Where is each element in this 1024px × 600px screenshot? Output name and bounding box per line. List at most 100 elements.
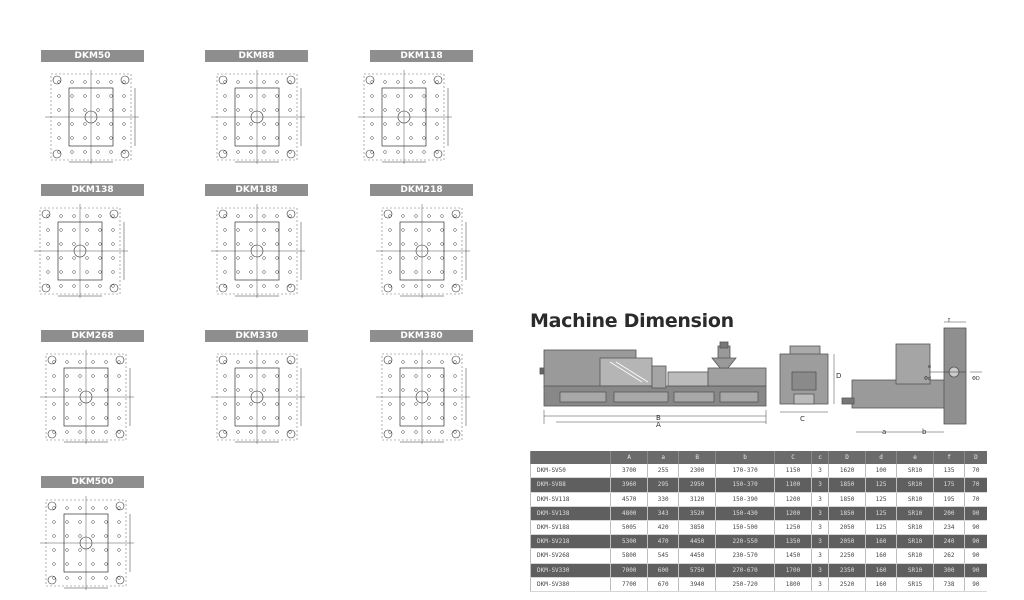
table-cell: 4450 [677,548,716,564]
table-cell: 5005 [609,520,648,536]
dimension-label-c: C [800,415,805,423]
table-cell: 4800 [609,506,648,521]
table-cell: 125 [865,477,897,493]
table-cell: 7000 [609,563,648,578]
table-cell: 1850 [827,492,866,507]
table-cell-model: DKM-SV138 [530,506,611,521]
table-cell-model: DKM-SV268 [530,548,611,564]
dimension-label-b-upper: B [656,414,661,422]
table-column-header: d [865,451,897,465]
table-cell: 255 [647,464,679,479]
table-cell: 3 [811,477,829,493]
table-cell: 1200 [773,492,812,507]
dimension-label-b-lower: b [922,428,927,436]
mold-plate-schematic [211,204,305,298]
table-cell: 3 [811,464,829,479]
table-cell: 1200 [773,506,812,521]
table-cell: 3120 [677,492,716,507]
table-cell-model: DKM-SV380 [530,577,611,592]
table-cell: 3 [811,506,829,521]
table-cell: 5750 [677,563,716,578]
mold-plate-schematic [376,204,470,298]
table-cell: 150-390 [715,492,775,507]
nozzle-dimensions [856,321,982,433]
table-cell: 125 [865,506,897,521]
table-cell: 262 [933,548,965,564]
panel-title-dkm188: DKM188 [205,184,308,196]
table-column-header: A [609,451,648,465]
table-cell: 150-430 [715,506,775,521]
table-cell: 270-670 [715,563,775,578]
mold-drawing-dkm218 [368,200,480,308]
table-cell: 70 [963,492,987,507]
table-cell: SR10 [895,520,934,536]
table-cell: 150-500 [715,520,775,536]
table-cell: 240 [933,534,965,550]
table-column-header: B [677,451,716,465]
table-cell: 1700 [773,563,812,578]
table-cell: 738 [933,577,965,592]
machine-dimension-drawings: B A D C a b f e Φd [530,317,990,440]
mold-plate-schematic [34,204,128,298]
table-cell-model: DKM-SV50 [530,464,611,479]
dimension-label-a-lower: a [882,428,886,436]
table-cell: 2350 [827,563,866,578]
table-cell: 420 [647,520,679,536]
panel-title-dkm330: DKM330 [205,330,308,342]
table-cell: 300 [933,563,965,578]
table-cell-model: DKM-SV118 [530,492,611,507]
mold-drawing-dkm188 [205,200,317,308]
table-cell: 90 [963,563,987,578]
table-cell: 150-370 [715,477,775,493]
table-cell: 600 [647,563,679,578]
table-cell: 2520 [827,577,866,592]
mold-drawing-dkm50 [41,66,153,174]
table-cell: 3850 [677,520,716,536]
table-cell: 1250 [773,520,812,536]
table-column-header: D [827,451,866,465]
table-cell: 3520 [677,506,716,521]
table-cell: SR10 [895,534,934,550]
table-cell: 2950 [677,477,716,493]
dimension-label-a-upper: A [656,421,661,429]
table-column-header: c [811,451,829,465]
machine-outline-svg: B A D C a b f e Φd [539,317,982,436]
panel-title-dkm50: DKM50 [41,50,144,62]
table-cell-model: DKM-SV88 [530,477,611,493]
mold-drawing-dkm330 [205,346,317,454]
table-cell: 3 [811,548,829,564]
mold-plate-schematic [40,350,134,444]
table-cell: 3700 [609,464,648,479]
table-column-header: e [895,451,934,465]
table-cell-model: DKM-SV218 [530,534,611,550]
mold-drawing-dkm118 [350,66,462,174]
table-cell: 250-720 [715,577,775,592]
table-cell: 2300 [677,464,716,479]
table-cell: 470 [647,534,679,550]
table-cell: 230-570 [715,548,775,564]
panel-title-dkm218: DKM218 [370,184,473,196]
table-cell: 125 [865,492,897,507]
table-cell: 1450 [773,548,812,564]
table-cell: 330 [647,492,679,507]
table-cell: 234 [933,520,965,536]
table-cell: SR10 [895,477,934,493]
table-cell: 170-370 [715,464,775,479]
side-view-dimensions [543,410,767,424]
table-column-header: C [773,451,812,465]
table-cell: 90 [963,520,987,536]
table-cell: SR10 [895,563,934,578]
panel-title-dkm88: DKM88 [205,50,308,62]
panel-title-dkm380: DKM380 [370,330,473,342]
table-cell: 160 [865,548,897,564]
mold-plate-schematic [40,496,134,590]
mold-plate-schematic [45,70,139,164]
